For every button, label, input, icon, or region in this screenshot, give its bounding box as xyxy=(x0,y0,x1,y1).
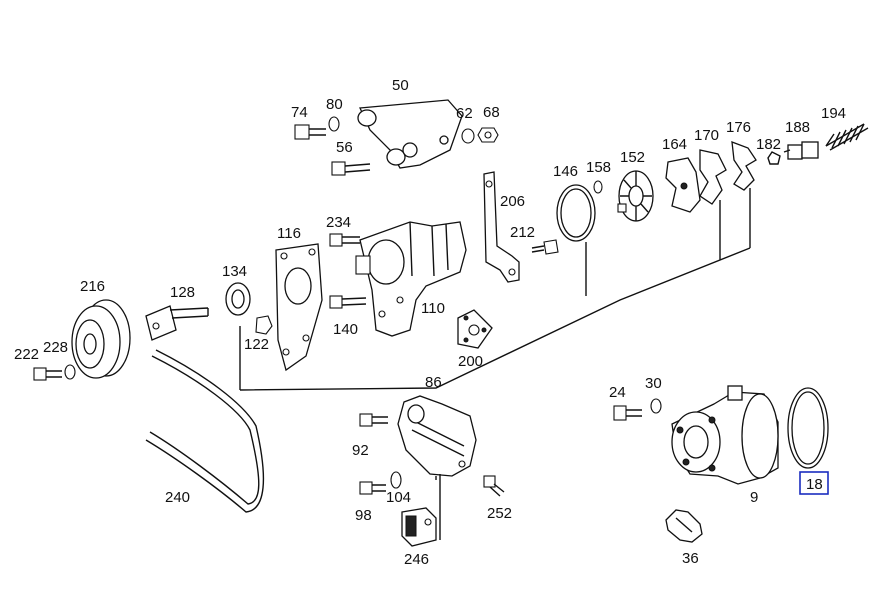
pulley-200[interactable] xyxy=(457,309,493,349)
bolt-140[interactable] xyxy=(329,295,367,309)
label-74: 74 xyxy=(291,104,308,121)
label-176: 176 xyxy=(726,119,751,136)
plate-170[interactable] xyxy=(699,149,727,205)
bolt-222[interactable] xyxy=(33,367,62,381)
seal-158[interactable] xyxy=(593,180,603,194)
pulley-216[interactable] xyxy=(71,299,131,379)
label-116: 116 xyxy=(277,225,301,242)
label-128: 128 xyxy=(170,284,195,301)
label-194: 194 xyxy=(821,105,846,122)
wrench-36[interactable] xyxy=(665,509,703,543)
washer-30[interactable] xyxy=(650,398,662,414)
o-ring-18[interactable] xyxy=(787,387,829,469)
cam-ring-164[interactable] xyxy=(665,157,701,213)
washer-228[interactable] xyxy=(64,364,76,380)
label-122: 122 xyxy=(244,336,269,353)
highlight-box-18[interactable] xyxy=(799,471,829,495)
label-200: 200 xyxy=(458,353,483,370)
belt-240[interactable] xyxy=(145,349,265,513)
seal-134[interactable] xyxy=(225,282,251,316)
gasket-116[interactable] xyxy=(275,243,323,372)
label-80: 80 xyxy=(326,96,343,113)
label-92: 92 xyxy=(352,442,369,459)
spring-194[interactable] xyxy=(825,123,869,151)
rotor-152[interactable] xyxy=(617,170,654,222)
label-98: 98 xyxy=(355,507,372,524)
label-62: 62 xyxy=(456,105,473,122)
label-240: 240 xyxy=(165,489,190,506)
label-252: 252 xyxy=(487,505,512,522)
bolt-98[interactable] xyxy=(359,481,386,495)
label-18[interactable]: 18 xyxy=(806,476,823,493)
bracket-50[interactable] xyxy=(357,99,463,169)
callouts: 50 74 80 62 68 56 146 158 152 164 170 17… xyxy=(14,77,846,568)
label-212: 212 xyxy=(510,224,535,241)
washer-104[interactable] xyxy=(390,471,402,489)
retaining-ring-182[interactable] xyxy=(767,151,781,165)
label-134: 134 xyxy=(222,263,247,280)
label-234: 234 xyxy=(326,214,351,231)
valve-188[interactable] xyxy=(783,141,819,160)
bolt-56[interactable] xyxy=(331,161,371,176)
bolt-212[interactable] xyxy=(531,239,559,255)
bolt-92[interactable] xyxy=(359,413,388,427)
mount-246[interactable] xyxy=(401,507,437,547)
shaft-128[interactable] xyxy=(145,305,209,341)
label-24: 24 xyxy=(609,384,626,401)
bolt-24[interactable] xyxy=(613,405,642,421)
nut-122[interactable] xyxy=(255,315,273,335)
label-30: 30 xyxy=(645,375,662,392)
nut-68[interactable] xyxy=(477,127,499,143)
label-104: 104 xyxy=(386,489,411,506)
plate-176[interactable] xyxy=(731,141,757,191)
bolt-234[interactable] xyxy=(329,233,360,247)
washer-80[interactable] xyxy=(328,116,340,132)
label-110: 110 xyxy=(421,300,445,317)
label-86: 86 xyxy=(425,374,442,391)
label-9: 9 xyxy=(750,489,758,506)
label-222: 222 xyxy=(14,346,39,363)
label-246: 246 xyxy=(404,551,429,568)
label-36: 36 xyxy=(682,550,699,567)
bracket-86[interactable] xyxy=(397,395,477,540)
label-164: 164 xyxy=(662,136,687,153)
steering-pump-9[interactable] xyxy=(671,385,779,485)
label-158: 158 xyxy=(586,159,611,176)
label-228: 228 xyxy=(43,339,68,356)
bolt-252[interactable] xyxy=(483,475,505,497)
label-56: 56 xyxy=(336,139,353,156)
washer-62[interactable] xyxy=(461,128,475,144)
label-206: 206 xyxy=(500,193,525,210)
label-146: 146 xyxy=(553,163,578,180)
label-188: 188 xyxy=(785,119,810,136)
label-140: 140 xyxy=(333,321,358,338)
label-50: 50 xyxy=(392,77,409,94)
bolt-74[interactable] xyxy=(294,124,326,140)
label-68: 68 xyxy=(483,104,500,121)
label-216: 216 xyxy=(80,278,105,295)
label-152: 152 xyxy=(620,149,645,166)
label-170: 170 xyxy=(694,127,719,144)
label-182: 182 xyxy=(756,136,781,153)
bracket-206[interactable] xyxy=(483,171,520,283)
o-ring-146[interactable] xyxy=(556,184,596,242)
pump-housing-110[interactable] xyxy=(355,221,467,337)
